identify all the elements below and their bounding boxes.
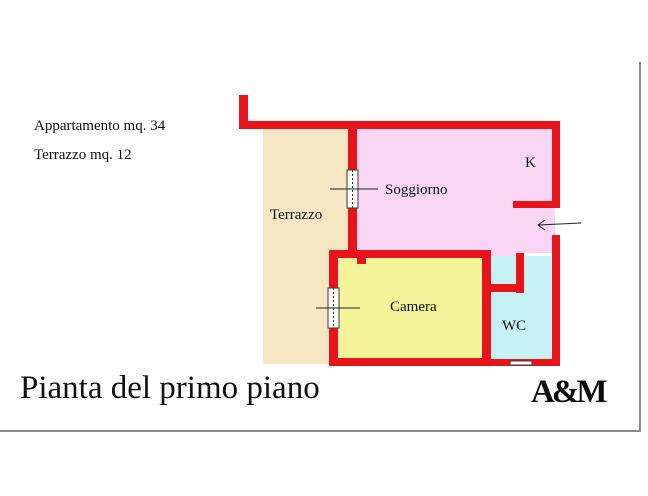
room-label-wc: WC [502,318,527,334]
room-label-soggiorno: Soggiorno [385,182,448,198]
bottom-divider [0,430,640,432]
camera-area [340,257,485,361]
room-label-camera: Camera [390,299,437,315]
right-divider [639,62,641,432]
room-label-kitchen: K [525,155,536,171]
soggiorno-area [357,128,555,290]
room-label-terrazzo: Terrazzo [270,207,323,223]
terrazzo-area [263,128,355,364]
brand-logo: A&M [531,374,607,410]
terrace-area-text: Terrazzo mq. 12 [34,147,132,163]
entrance-arrow-icon [537,219,582,231]
plan-caption: Pianta del primo piano [20,370,320,406]
window-wc [509,360,533,366]
apartment-area-text: Appartamento mq. 34 [34,118,166,134]
